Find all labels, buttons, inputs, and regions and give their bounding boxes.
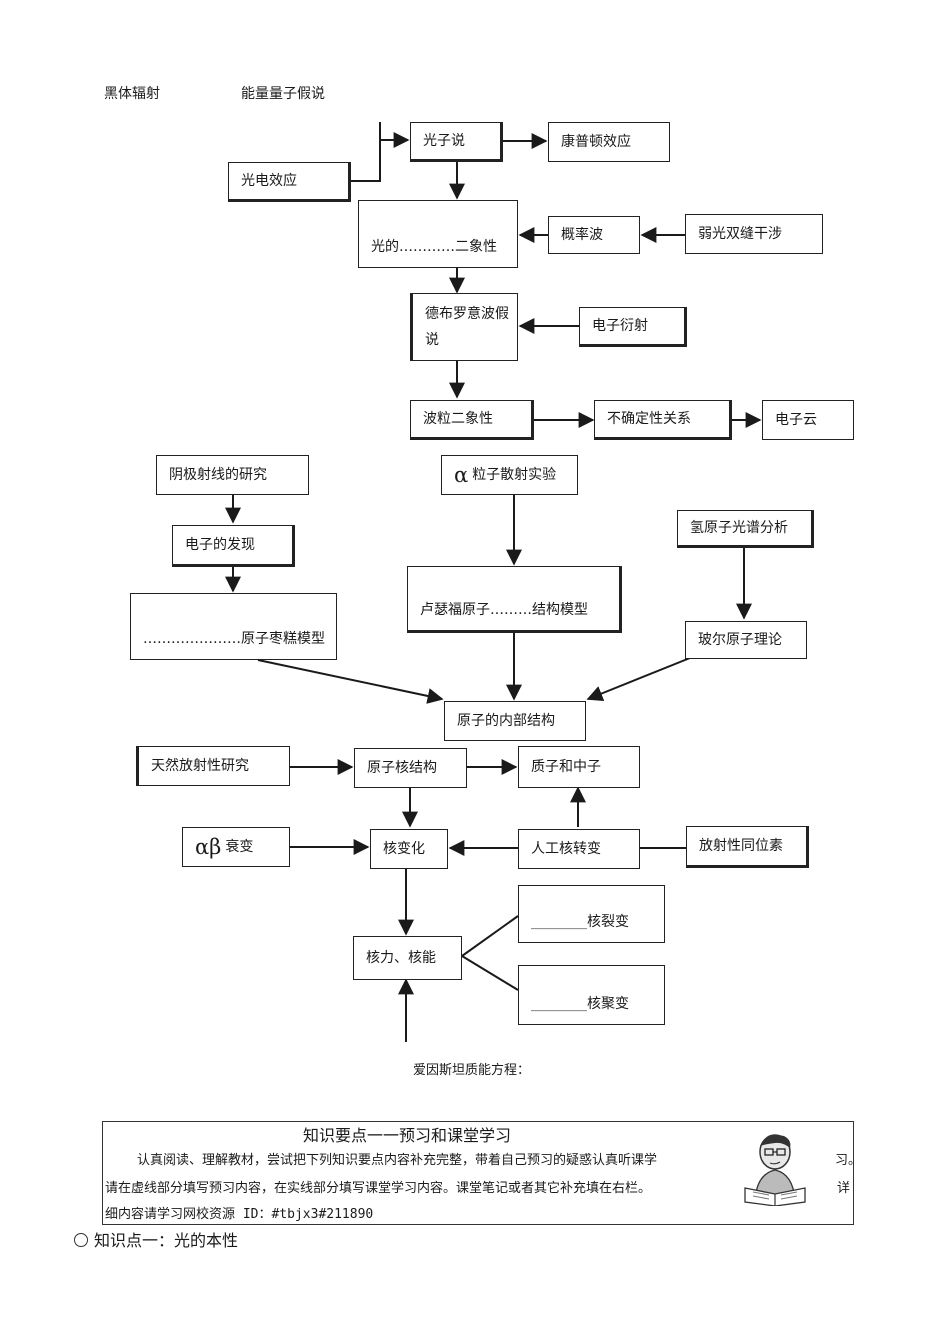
node-natural-radioactivity: 天然放射性研究 (136, 746, 290, 786)
node-nucleus-structure: 原子核结构 (354, 748, 467, 788)
decay-label: 衰变 (225, 839, 254, 855)
alpha-scatter-label: 粒子散射实验 (472, 467, 557, 483)
circle-bullet-icon (74, 1233, 88, 1247)
node-electron-diffraction: 电子衍射 (579, 307, 687, 347)
panel-line-1-end: 习。 (835, 1153, 862, 1168)
blackbody-label: 黑体辐射 (104, 86, 160, 102)
node-artificial-transmutation: 人工核转变 (518, 829, 640, 869)
panel-line-1: 认真阅读、理解教材，尝试把下列知识要点内容补充完整，带着自己预习的疑惑认真听课学 (137, 1153, 658, 1168)
node-uncertainty: 不确定性关系 (594, 400, 732, 440)
node-electron-discovery: 电子的发现 (172, 525, 295, 567)
node-radioisotope: 放射性同位素 (686, 826, 809, 868)
node-rutherford: 卢瑟福原子………结构模型 (407, 566, 622, 633)
node-photon-theory: 光子说 (410, 122, 503, 162)
node-plum-pudding: …………………原子枣糕模型 (130, 593, 337, 660)
line-force-fusion (461, 955, 519, 991)
section-heading-text: 知识点一：光的本性 (94, 1231, 239, 1250)
node-ab-decay: αβ 衰变 (182, 827, 290, 867)
einstein-caption: 爱因斯坦质能方程： (413, 1063, 531, 1078)
node-photoelectric: 光电效应 (228, 162, 351, 202)
node-nuclear-force: 核力、核能 (353, 936, 462, 980)
node-electron-cloud: 电子云 (762, 400, 854, 440)
node-weak-double-slit: 弱光双缝干涉 (685, 214, 823, 254)
line-force-fission (461, 915, 519, 957)
node-fission: ________核裂变 (518, 885, 665, 943)
panel-line-2: 请在虚线部分填写预习内容，在实线部分填写课堂学习内容。课堂笔记或者其它补充填在右… (105, 1181, 652, 1196)
node-compton: 康普顿效应 (548, 122, 670, 162)
alpha-symbol: α (454, 463, 469, 487)
node-atom-structure: 原子的内部结构 (444, 701, 586, 741)
node-nuclear-change: 核变化 (370, 829, 448, 869)
study-panel: 知识要点一一预习和课堂学习 认真阅读、理解教材，尝试把下列知识要点内容补充完整，… (102, 1121, 861, 1225)
panel-title: 知识要点一一预习和课堂学习 (303, 1126, 512, 1145)
arrow-photoelectric-photon (350, 132, 410, 182)
node-cathode-ray: 阴极射线的研究 (156, 455, 309, 495)
node-light-duality: 光的…………二象性 (358, 200, 518, 268)
student-reading-icon (744, 1134, 806, 1206)
arrow-plum-atom (257, 659, 444, 704)
node-probability-wave: 概率波 (548, 216, 640, 254)
node-de-broglie: 德布罗意波假说 (410, 293, 518, 361)
arrow-bohr-atom (586, 657, 691, 702)
node-hydrogen-spectrum: 氢原子光谱分析 (677, 510, 814, 548)
node-wave-particle: 波粒二象性 (410, 400, 534, 440)
node-fusion: ________核聚变 (518, 965, 665, 1025)
section-heading: 知识点一：光的本性 (74, 1231, 238, 1251)
node-bohr: 玻尔原子理论 (685, 621, 807, 659)
panel-line-3: 细内容请学习网校资源 ID：#tbjx3#211890 (105, 1207, 374, 1222)
node-proton-neutron: 质子和中子 (518, 746, 640, 788)
node-alpha-scatter: α 粒子散射实验 (441, 455, 578, 495)
alpha-beta-symbols: αβ (195, 835, 222, 859)
panel-line-2-end: 详 (837, 1181, 851, 1196)
quantum-hypothesis-label: 能量量子假说 (241, 86, 325, 102)
